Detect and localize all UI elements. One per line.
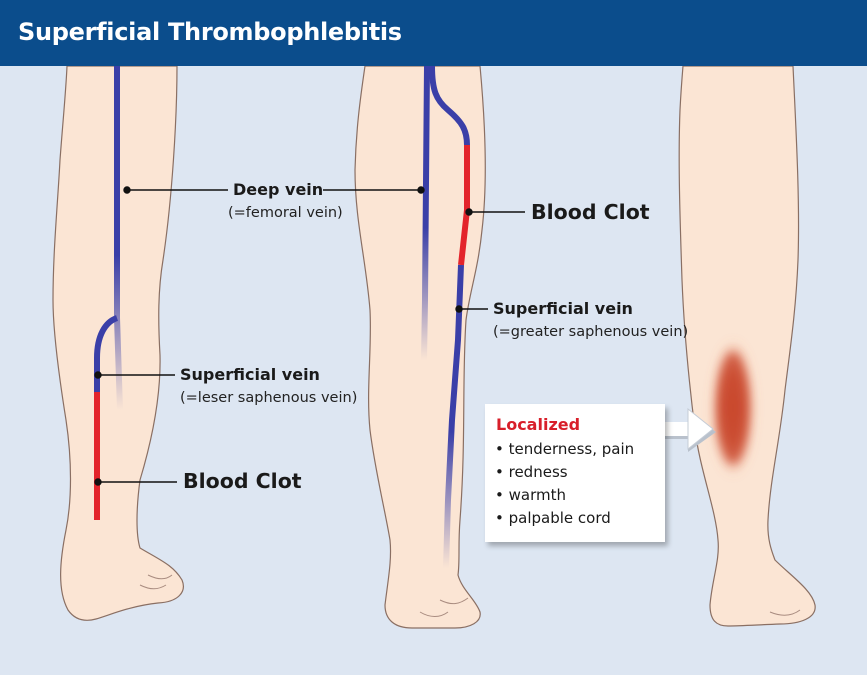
leg-right-skin [679,66,815,626]
callout-heading: Localized [496,415,580,434]
blood-clot-left-label: Blood Clot [183,469,302,493]
superficial-vein-left-label: Superficial vein [180,365,320,384]
deep-vein-sublabel: (=femoral vein) [228,205,343,221]
symptom-item: • tenderness, pain [495,438,634,461]
leg-illustration [0,66,867,675]
deep-vein-middle [424,66,427,360]
symptom-callout: Localized • tenderness, pain • redness •… [485,404,665,542]
symptom-list: • tenderness, pain • redness • warmth • … [495,438,634,530]
superficial-vein-middle-label: Superficial vein [493,299,633,318]
symptom-item: • warmth [495,484,634,507]
symptom-item: • redness [495,461,634,484]
deep-vein-label: Deep vein [233,180,323,199]
inflammation-core [718,352,748,464]
title-bar: Superficial Thrombophlebitis [0,0,867,66]
figure-title: Superficial Thrombophlebitis [18,18,402,46]
blood-clot-middle-label: Blood Clot [531,200,650,224]
superficial-vein-middle-sublabel: (=greater saphenous vein) [493,324,688,340]
illustration-panel: Deep vein (=femoral vein) Superficial ve… [0,66,867,675]
deep-vein-left [117,66,120,410]
symptom-item: • palpable cord [495,507,634,530]
superficial-vein-left-sublabel: (=leser saphenous vein) [180,390,357,406]
